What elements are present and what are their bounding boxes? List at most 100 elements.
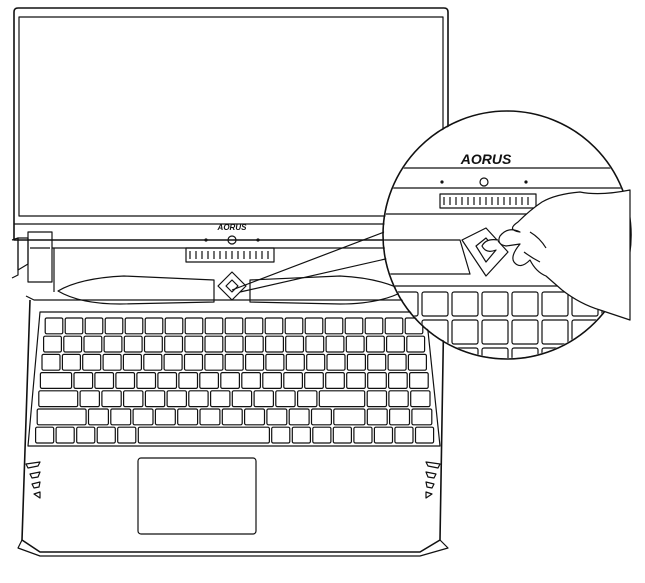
keyboard-key[interactable]: [388, 372, 408, 390]
keyboard-key[interactable]: [285, 353, 305, 371]
keyboard-key[interactable]: [325, 335, 345, 353]
keyboard-key[interactable]: [365, 335, 385, 353]
keyboard-key[interactable]: [291, 426, 311, 444]
keyboard-key[interactable]: [110, 408, 132, 426]
keyboard-key[interactable]: [143, 353, 163, 371]
keyboard-key[interactable]: [73, 372, 94, 390]
keyboard-key[interactable]: [266, 408, 288, 426]
keyboard-key[interactable]: [304, 317, 324, 335]
keyboard-key[interactable]: [304, 372, 324, 390]
keyboard-key[interactable]: [164, 317, 184, 335]
keyboard-key[interactable]: [204, 335, 224, 353]
keyboard-key[interactable]: [101, 390, 122, 408]
keyboard-key[interactable]: [115, 372, 136, 390]
power-button[interactable]: [217, 271, 247, 301]
keyboard-key[interactable]: [64, 317, 84, 335]
keyboard-key[interactable]: [96, 426, 116, 444]
keyboard-key[interactable]: [414, 426, 435, 444]
keyboard-key[interactable]: [188, 390, 209, 408]
keyboard-key[interactable]: [204, 317, 224, 335]
keyboard-key[interactable]: [87, 408, 109, 426]
keyboard-key[interactable]: [284, 317, 304, 335]
keyboard-key[interactable]: [199, 372, 220, 390]
keyboard-key[interactable]: [39, 372, 73, 390]
keyboard-key[interactable]: [388, 390, 409, 408]
keyboard-key[interactable]: [199, 408, 221, 426]
keyboard-key[interactable]: [244, 408, 266, 426]
keyboard-key[interactable]: [104, 317, 124, 335]
keyboard-key[interactable]: [34, 426, 55, 444]
keyboard-key[interactable]: [122, 353, 143, 371]
keyboard-key[interactable]: [84, 317, 104, 335]
keyboard-key[interactable]: [204, 353, 224, 371]
keyboard-key[interactable]: [265, 335, 285, 353]
keyboard-key[interactable]: [163, 353, 183, 371]
keyboard-key[interactable]: [244, 317, 264, 335]
keyboard-key[interactable]: [353, 426, 373, 444]
keyboard-key[interactable]: [210, 390, 231, 408]
keyboard-key[interactable]: [231, 390, 253, 408]
keyboard-key[interactable]: [224, 317, 244, 335]
keyboard-key[interactable]: [241, 372, 262, 390]
keyboard-key[interactable]: [38, 390, 79, 408]
keyboard-key[interactable]: [244, 335, 264, 353]
keyboard-key[interactable]: [297, 390, 318, 408]
keyboard-key[interactable]: [410, 390, 431, 408]
keyboard-key[interactable]: [325, 372, 345, 390]
keyboard-key[interactable]: [124, 317, 144, 335]
keyboard-key[interactable]: [394, 426, 414, 444]
keyboard-key[interactable]: [76, 426, 96, 444]
keyboard-key[interactable]: [262, 372, 282, 390]
keyboard-key[interactable]: [220, 372, 241, 390]
keyboard-key[interactable]: [103, 335, 123, 353]
touchpad[interactable]: [137, 457, 257, 535]
keyboard-key[interactable]: [224, 353, 244, 371]
keyboard-key[interactable]: [411, 408, 433, 426]
keyboard-key[interactable]: [79, 390, 100, 408]
keyboard-key[interactable]: [164, 335, 184, 353]
keyboard-key[interactable]: [143, 335, 163, 353]
keyboard-key[interactable]: [409, 372, 429, 390]
keyboard-key[interactable]: [61, 353, 82, 371]
keyboard-key[interactable]: [264, 317, 284, 335]
keyboard-key[interactable]: [346, 372, 366, 390]
keyboard-key[interactable]: [288, 408, 310, 426]
keyboard-key[interactable]: [384, 317, 404, 335]
keyboard-key[interactable]: [166, 390, 188, 408]
keyboard-key[interactable]: [221, 408, 243, 426]
keyboard-key[interactable]: [123, 335, 143, 353]
keyboard-key[interactable]: [224, 335, 244, 353]
keyboard-key[interactable]: [366, 390, 388, 408]
keyboard-key[interactable]: [389, 408, 411, 426]
keyboard-key[interactable]: [253, 390, 275, 408]
keyboard-key[interactable]: [154, 408, 176, 426]
keyboard-key[interactable]: [366, 408, 388, 426]
keyboard-key[interactable]: [83, 335, 103, 353]
keyboard-key[interactable]: [82, 353, 102, 371]
keyboard-key[interactable]: [42, 335, 62, 353]
keyboard-key[interactable]: [364, 317, 384, 335]
keyboard-key[interactable]: [324, 317, 344, 335]
keyboard-key[interactable]: [136, 372, 157, 390]
keyboard-key[interactable]: [310, 408, 332, 426]
keyboard-key[interactable]: [406, 335, 426, 353]
keyboard-key[interactable]: [102, 353, 122, 371]
keyboard-key[interactable]: [306, 353, 326, 371]
keyboard-key[interactable]: [271, 426, 291, 444]
keyboard-key[interactable]: [285, 335, 305, 353]
keyboard-key[interactable]: [117, 426, 137, 444]
keyboard-key[interactable]: [332, 426, 352, 444]
keyboard-key[interactable]: [326, 353, 346, 371]
keyboard-key[interactable]: [333, 408, 366, 426]
keyboard-key[interactable]: [312, 426, 332, 444]
keyboard-key[interactable]: [344, 317, 364, 335]
keyboard-key[interactable]: [122, 390, 144, 408]
keyboard-key[interactable]: [41, 353, 61, 371]
keyboard-key[interactable]: [36, 408, 87, 426]
keyboard-key[interactable]: [184, 317, 204, 335]
keyboard-key[interactable]: [283, 372, 303, 390]
keyboard-key[interactable]: [407, 353, 427, 371]
keyboard-key[interactable]: [305, 335, 325, 353]
keyboard-key[interactable]: [137, 426, 271, 444]
keyboard-key[interactable]: [367, 353, 387, 371]
